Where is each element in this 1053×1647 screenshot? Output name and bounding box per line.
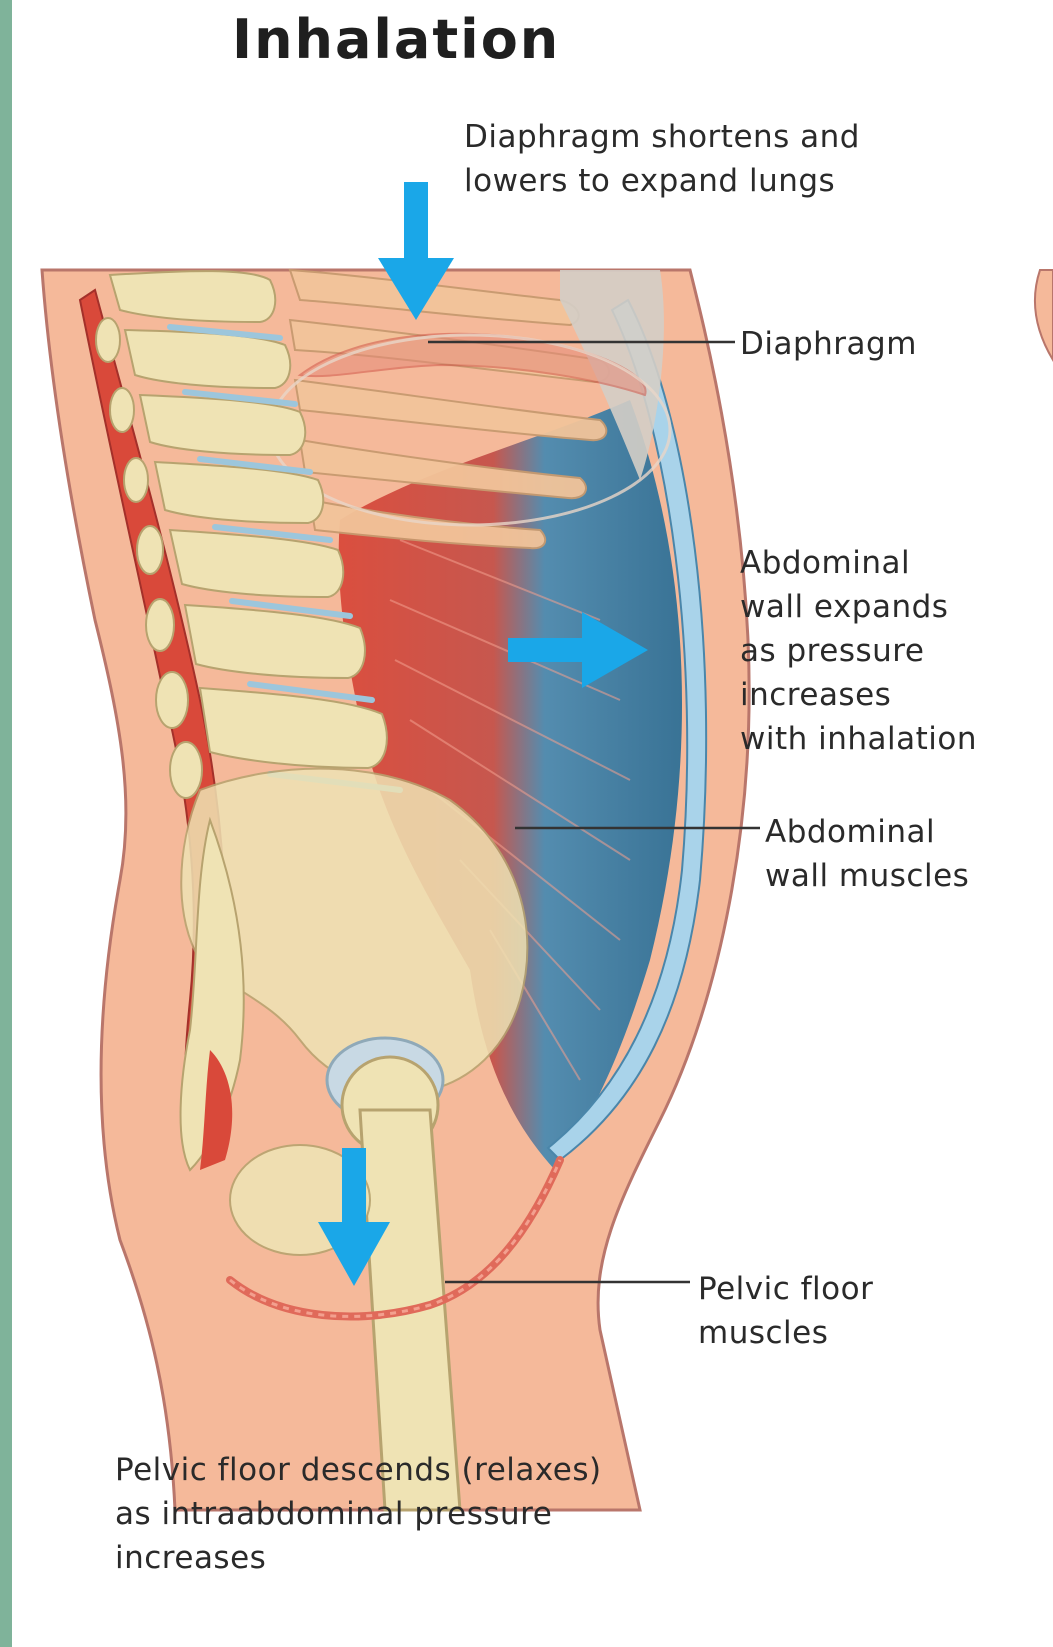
abdominal-wall-note-line: as pressure	[740, 629, 977, 673]
pelvic-floor-muscles-line: Pelvic floor	[698, 1267, 873, 1311]
abdominal-muscles-line: wall muscles	[765, 854, 969, 898]
abdominal-wall-note-line: with inhalation	[740, 717, 977, 761]
diaphragm-note-label: Diaphragm shortens and lowers to expand …	[464, 115, 860, 203]
abdominal-muscles-line: Abdominal	[765, 810, 969, 854]
abdominal-wall-note-label: Abdominal wall expands as pressure incre…	[740, 541, 977, 761]
page-title: Inhalation	[232, 8, 560, 71]
abdominal-wall-note-line: Abdominal	[740, 541, 977, 585]
abdominal-wall-note-line: increases	[740, 673, 977, 717]
abdominal-muscles-label: Abdominal wall muscles	[765, 810, 969, 898]
pelvic-floor-muscles-label: Pelvic floor muscles	[698, 1267, 873, 1355]
pelvic-floor-note-line: Pelvic floor descends (relaxes)	[115, 1448, 602, 1492]
diaphragm-note-line: lowers to expand lungs	[464, 159, 860, 203]
diaphragm-label: Diaphragm	[740, 322, 917, 366]
abdominal-wall-note-line: wall expands	[740, 585, 977, 629]
diaphragm-note-line: Diaphragm shortens and	[464, 115, 860, 159]
pelvic-floor-muscles-line: muscles	[698, 1311, 873, 1355]
pelvic-floor-note-line: increases	[115, 1536, 602, 1580]
pelvic-floor-note-label: Pelvic floor descends (relaxes) as intra…	[115, 1448, 602, 1580]
next-panel-edge	[1035, 270, 1053, 360]
diaphragm-label-text: Diaphragm	[740, 322, 917, 366]
pelvic-floor-note-line: as intraabdominal pressure	[115, 1492, 602, 1536]
